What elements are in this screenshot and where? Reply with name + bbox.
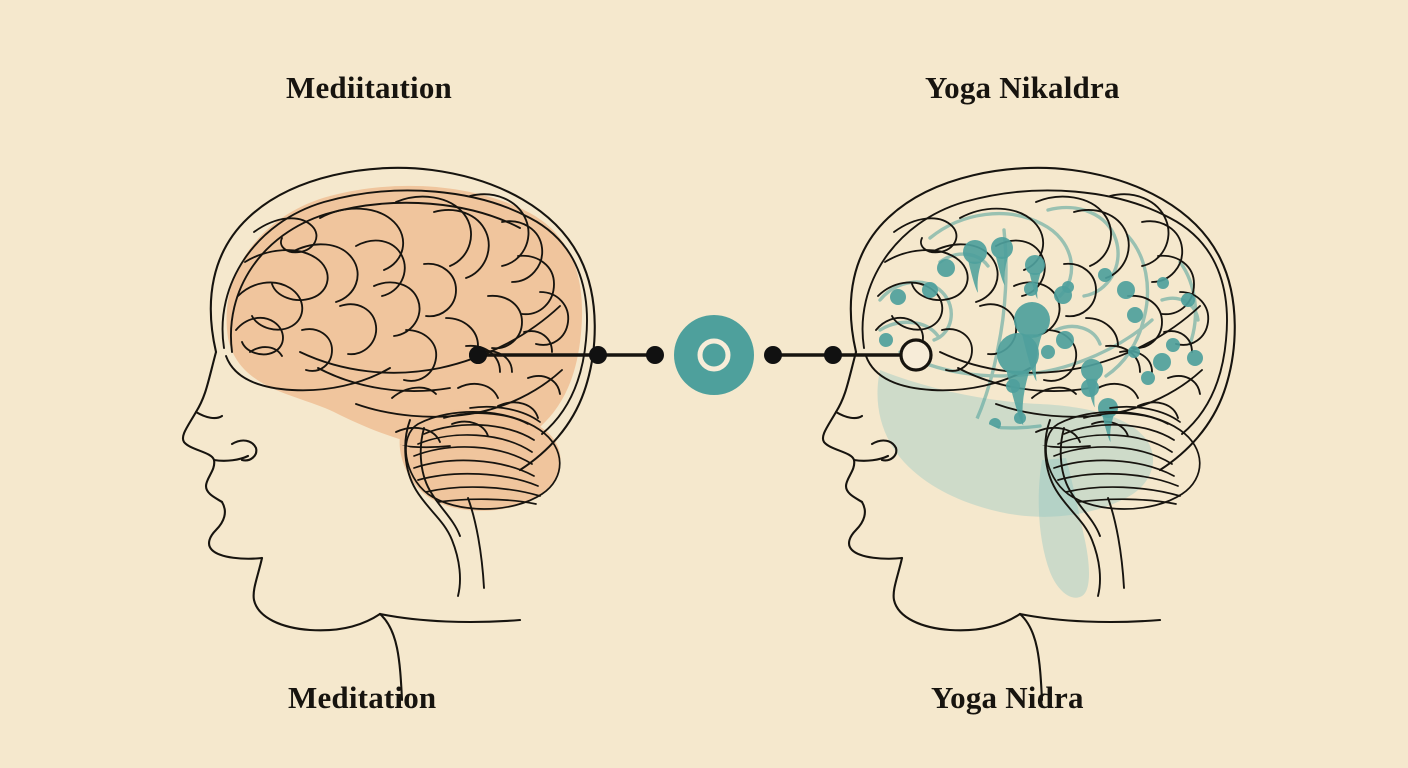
activation-node [997, 333, 1039, 375]
cerebellum-right [1045, 405, 1201, 510]
activation-node [1014, 302, 1050, 338]
activation-node [1056, 331, 1074, 349]
skull-line-right [861, 189, 1228, 435]
center-hub-circle [674, 315, 754, 395]
label-meditation-top: Mediitaıtion [286, 70, 452, 105]
connector-dot-left [646, 346, 664, 364]
cerebellum-fill-left [399, 409, 561, 511]
brain-glow-right [877, 370, 1154, 517]
label-yoga-nidra-top: Yoga Nikaldra [925, 70, 1120, 105]
cerebellum-left [405, 405, 561, 510]
activation-node-tail [1102, 416, 1114, 442]
activation-node [1166, 338, 1180, 352]
activation-node [963, 240, 987, 264]
activation-node [1127, 307, 1143, 323]
activation-node [1081, 379, 1099, 397]
activation-node [1014, 412, 1026, 424]
connector-dot-right [824, 346, 842, 364]
center-hub-ring-icon [697, 338, 731, 372]
skull-line-left [221, 189, 588, 435]
yoga-nidra-brain-panel [821, 166, 1236, 702]
activation-node [1098, 268, 1112, 282]
activation-node [1006, 379, 1020, 393]
label-yoga-nidra-bottom: Yoga Nidra [931, 680, 1084, 715]
head-outline-right [821, 166, 1236, 702]
brainstem-left [404, 419, 485, 597]
activation-node [1181, 293, 1195, 307]
activation-node [1128, 346, 1140, 358]
activation-node [879, 333, 893, 347]
head-outline-left [181, 166, 596, 702]
brainstem-glow-right [1038, 458, 1089, 598]
activation-node [1081, 359, 1103, 381]
activation-node [1187, 350, 1203, 366]
label-meditation-bottom: Meditation [288, 680, 437, 715]
activation-node [1025, 255, 1045, 275]
meditation-brain-panel [181, 166, 596, 702]
activation-node-tail [1029, 273, 1041, 299]
activation-node-tail [968, 261, 982, 293]
activation-node [1117, 281, 1135, 299]
activation-node-tail [995, 256, 1009, 286]
activation-node [1041, 345, 1055, 359]
brain-fill-left [226, 185, 583, 451]
neural-activation-nodes [879, 237, 1203, 442]
brain-gyri-right [875, 193, 1210, 449]
brain-gyri-left [235, 193, 570, 449]
activation-node [1054, 286, 1072, 304]
activation-node [1153, 353, 1171, 371]
connector-dot-left [469, 346, 487, 364]
activation-node [937, 259, 955, 277]
brainstem-right [1044, 419, 1125, 597]
activation-node [890, 289, 906, 305]
activation-node [991, 237, 1013, 259]
activation-node [1141, 371, 1155, 385]
activation-node [1157, 277, 1169, 289]
connector-axis [469, 315, 933, 395]
target-ring-icon [899, 338, 933, 372]
connector-dot-right [764, 346, 782, 364]
activation-node [922, 282, 938, 298]
connector-dot-left [589, 346, 607, 364]
